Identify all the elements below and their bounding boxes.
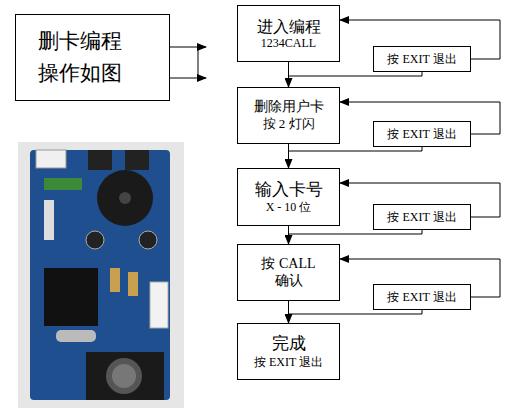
node-heading: 输入卡号	[255, 180, 323, 200]
intro-box: 删卡编程 操作如图	[15, 14, 170, 101]
flow-connector	[288, 226, 289, 244]
node-heading: 删卡编程 操作如图	[38, 26, 138, 89]
node-heading: 按 EXIT 退出	[387, 210, 456, 224]
flow-connector	[288, 144, 289, 168]
process-box: 按 CALL确认	[237, 244, 340, 301]
exit-box: 按 EXIT 退出	[373, 46, 471, 72]
node-heading: 删除用户卡	[254, 99, 324, 116]
node-heading: 按 EXIT 退出	[387, 290, 456, 304]
pointer-bracket	[170, 47, 206, 78]
node-body: 按 2 灯闪	[263, 116, 315, 132]
process-box: 进入编程1234CALL	[237, 5, 340, 62]
flow-connector	[288, 62, 289, 87]
node-body: 按 EXIT 退出	[254, 355, 323, 369]
exit-box: 按 EXIT 退出	[373, 204, 471, 230]
exit-box: 按 EXIT 退出	[373, 284, 471, 310]
process-box: 完成按 EXIT 退出	[237, 323, 340, 380]
node-heading: 按 EXIT 退出	[387, 127, 456, 141]
node-heading: 按 EXIT 退出	[387, 52, 456, 66]
pcb-photo	[18, 142, 184, 408]
exit-box: 按 EXIT 退出	[373, 121, 471, 147]
flow-connector	[288, 301, 289, 323]
node-heading: 完成	[272, 334, 306, 354]
node-body: 1234CALL	[261, 36, 316, 50]
process-box: 删除用户卡按 2 灯闪	[237, 87, 340, 144]
node-heading: 按 CALL	[261, 256, 315, 273]
process-box: 输入卡号X - 10 位	[237, 168, 340, 226]
node-body: 确认	[275, 273, 303, 290]
node-body: X - 10 位	[266, 200, 312, 214]
node-heading: 进入编程	[257, 17, 321, 36]
